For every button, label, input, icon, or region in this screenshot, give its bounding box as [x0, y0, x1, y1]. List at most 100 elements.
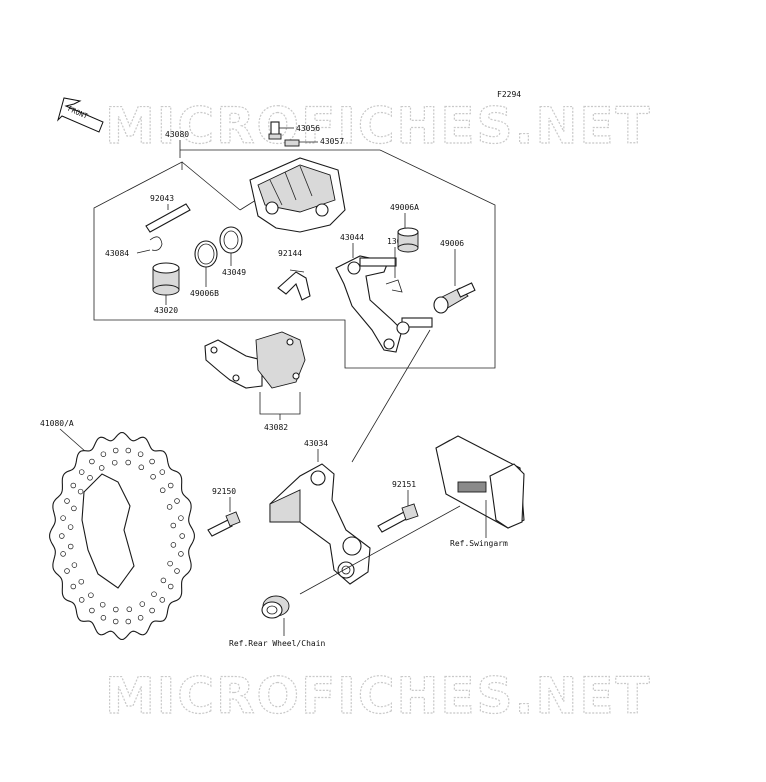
disc-vent-hole [78, 597, 85, 603]
pad-pin [145, 203, 191, 233]
disc-vent-hole [151, 591, 157, 597]
disc-vent-hole [111, 459, 118, 466]
caliper-assembly-frame [93, 149, 496, 369]
disc-vent-hole [137, 451, 144, 457]
disc-vent-hole [67, 543, 74, 550]
disc-vent-hole [170, 522, 177, 529]
disc-vent-hole [64, 568, 70, 574]
label-43049: 43049 [222, 268, 246, 277]
disc-vent-hole [150, 474, 156, 480]
brake-pad-rear [204, 339, 263, 389]
disc-vent-hole [98, 465, 105, 471]
caliper-holder [335, 255, 433, 353]
brake-disc [49, 431, 195, 641]
disc-vent-hole [99, 601, 106, 608]
disc-vent-hole [126, 606, 133, 613]
disc-vent-hole [78, 469, 85, 475]
disc-vent-hole [149, 607, 155, 614]
label-92043: 92043 [150, 194, 174, 203]
disc-vent-hole [137, 615, 144, 621]
disc-vent-hole [166, 504, 173, 510]
disc-vent-hole [179, 533, 185, 539]
label-49006B: 49006B [190, 289, 219, 298]
disc-vent-hole [174, 498, 180, 504]
label-43057: 43057 [320, 137, 344, 146]
disc-vent-hole [170, 542, 177, 548]
caliper-body [249, 157, 346, 233]
disc-vent-hole [149, 458, 155, 465]
disc-vent-hole [89, 458, 95, 465]
disc-vent-hole [159, 487, 166, 494]
disc-vent-hole [112, 447, 119, 454]
disc-vent-hole [78, 578, 85, 585]
disc-vent-hole [89, 607, 95, 614]
disc-vent-hole [77, 488, 84, 495]
disc-vent-hole [125, 459, 131, 466]
disc-vent-hole [138, 464, 145, 471]
disc-vent-hole [100, 615, 107, 621]
dust-boot-a [397, 227, 419, 253]
disc-vent-hole [113, 606, 119, 613]
swingarm-ref [435, 435, 525, 529]
label-92151: 92151 [392, 480, 416, 489]
disc-vent-hole [60, 515, 66, 521]
disc-vent-hole [100, 451, 107, 457]
disc-vent-hole [167, 482, 174, 489]
ref-rear-wheel: Ref.Rear Wheel/Chain [229, 639, 326, 648]
disc-vent-hole [70, 482, 77, 489]
piston-seal-small [194, 240, 218, 268]
caliper-bracket [269, 463, 371, 585]
label-49006: 49006 [440, 239, 464, 248]
label-43080: 43080 [165, 130, 189, 139]
bleeder-cap [284, 139, 300, 147]
disc-vent-hole [178, 551, 184, 557]
piston-seal-large [219, 226, 243, 254]
disc-vent-hole [167, 560, 173, 567]
ref-swingarm: Ref.Swingarm [450, 539, 508, 548]
dust-boot-slide [433, 282, 476, 314]
disc-vent-hole [71, 505, 77, 512]
disc-vent-hole [112, 618, 119, 625]
caliper-piston [152, 262, 180, 296]
disc-vent-hole [59, 533, 65, 539]
brake-pad-front [255, 331, 306, 389]
watermark-bottom: MICROFICHES.NET [105, 667, 652, 725]
disc-vent-hole [71, 562, 78, 568]
pin-clip [149, 236, 163, 251]
disc-vent-hole [160, 577, 167, 584]
retaining-clip [385, 279, 403, 293]
label-43044: 43044 [340, 233, 364, 242]
disc-vent-hole [125, 447, 132, 454]
disc-bolt [207, 511, 241, 537]
label-43084: 43084 [105, 249, 129, 258]
watermark-top: MICROFICHES.NET [105, 97, 652, 155]
bleeder-valve [268, 121, 282, 140]
figure-code: F2294 [497, 90, 521, 99]
pad-spring [277, 269, 311, 301]
disc-vent-hole [178, 515, 184, 521]
label-43034: 43034 [304, 439, 328, 448]
label-92150: 92150 [212, 487, 236, 496]
disc-vent-hole [174, 568, 180, 574]
axle-collar [261, 595, 290, 619]
label-41080A: 41080/A [40, 419, 74, 428]
disc-vent-hole [139, 601, 146, 607]
label-92144: 92144 [278, 249, 302, 258]
disc-vent-hole [60, 551, 66, 557]
label-43020: 43020 [154, 306, 178, 315]
disc-vent-hole [88, 592, 94, 598]
label-43082: 43082 [264, 423, 288, 432]
disc-vent-hole [67, 524, 74, 530]
disc-vent-hole [159, 469, 166, 475]
label-43056: 43056 [296, 124, 320, 133]
label-49006A: 49006A [390, 203, 419, 212]
front-arrow-icon: FRONT [57, 97, 104, 133]
disc-vent-hole [159, 597, 166, 603]
disc-vent-hole [64, 498, 70, 504]
bracket-bolt [377, 503, 419, 533]
disc-vent-hole [87, 475, 93, 481]
disc-vent-hole [70, 583, 77, 590]
disc-vent-hole [125, 618, 132, 625]
disc-vent-hole [167, 583, 174, 590]
